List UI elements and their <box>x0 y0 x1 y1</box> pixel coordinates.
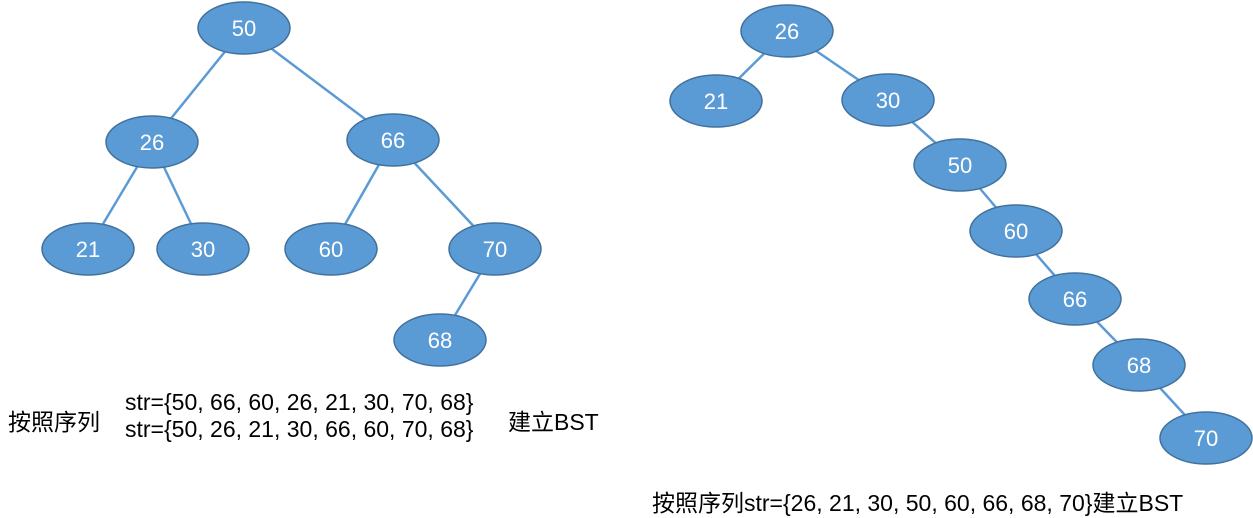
node-label: 68 <box>1127 353 1151 378</box>
node-label: 30 <box>191 237 215 262</box>
tree-node: 70 <box>448 222 542 276</box>
left-tree: 50 26 66 21 30 60 70 68 <box>41 1 542 367</box>
node-ellipse <box>740 4 834 58</box>
right-suffix-bst: BST <box>1138 490 1184 516</box>
node-ellipse <box>841 73 935 127</box>
tree-node: 50 <box>197 1 291 55</box>
node-label: 26 <box>775 19 799 44</box>
node-ellipse <box>197 1 291 55</box>
node-label: 70 <box>1194 426 1218 451</box>
left-caption-sequences: str={50, 66, 60, 26, 21, 30, 70, 68} str… <box>125 389 473 443</box>
node-ellipse <box>1092 338 1186 392</box>
left-sequence-2: str={50, 26, 21, 30, 66, 60, 70, 68} <box>125 416 474 442</box>
left-caption-prefix: 按照序列 <box>8 410 100 436</box>
left-sequence-1: str={50, 66, 60, 26, 21, 30, 70, 68} <box>125 389 474 415</box>
node-ellipse <box>448 222 542 276</box>
tree-node: 50 <box>913 138 1007 192</box>
tree-node: 60 <box>284 222 378 276</box>
node-ellipse <box>41 222 135 276</box>
node-ellipse <box>156 222 250 276</box>
node-ellipse <box>1028 272 1122 326</box>
tree-node: 21 <box>669 74 763 128</box>
right-sequence: str={26, 21, 30, 50, 60, 66, 68, 70} <box>744 490 1093 516</box>
right-suffix-cjk: 建立 <box>1092 491 1139 517</box>
tree-node: 26 <box>105 115 199 169</box>
node-ellipse <box>1159 411 1253 465</box>
node-ellipse <box>284 222 378 276</box>
node-label: 50 <box>232 16 256 41</box>
tree-node: 30 <box>156 222 250 276</box>
left-caption-suffix: 建立BST <box>508 403 599 437</box>
node-label: 60 <box>1004 219 1028 244</box>
tree-node: 26 <box>740 4 834 58</box>
node-ellipse <box>969 204 1063 258</box>
tree-node: 66 <box>1028 272 1122 326</box>
node-ellipse <box>105 115 199 169</box>
tree-node: 30 <box>841 73 935 127</box>
node-label: 66 <box>381 128 405 153</box>
node-ellipse <box>393 313 487 367</box>
right-caption: 按照序列str={26, 21, 30, 50, 60, 66, 68, 70}… <box>652 484 1183 518</box>
left-suffix-bst: BST <box>554 409 599 435</box>
node-label: 50 <box>948 153 972 178</box>
node-label: 30 <box>876 88 900 113</box>
tree-node: 68 <box>393 313 487 367</box>
node-label: 21 <box>704 89 728 114</box>
node-label: 66 <box>1063 287 1087 312</box>
right-tree: 26 21 30 50 60 66 68 70 <box>669 4 1253 465</box>
node-label: 21 <box>76 237 100 262</box>
node-label: 26 <box>140 130 164 155</box>
tree-node: 68 <box>1092 338 1186 392</box>
tree-node: 70 <box>1159 411 1253 465</box>
tree-node: 60 <box>969 204 1063 258</box>
node-label: 60 <box>319 237 343 262</box>
node-ellipse <box>669 74 763 128</box>
node-label: 68 <box>428 328 452 353</box>
node-label: 70 <box>483 237 507 262</box>
right-caption-prefix: 按照序列 <box>652 491 744 517</box>
node-ellipse <box>913 138 1007 192</box>
left-suffix-cjk: 建立 <box>508 410 554 436</box>
tree-node: 21 <box>41 222 135 276</box>
node-ellipse <box>346 113 440 167</box>
tree-node: 66 <box>346 113 440 167</box>
